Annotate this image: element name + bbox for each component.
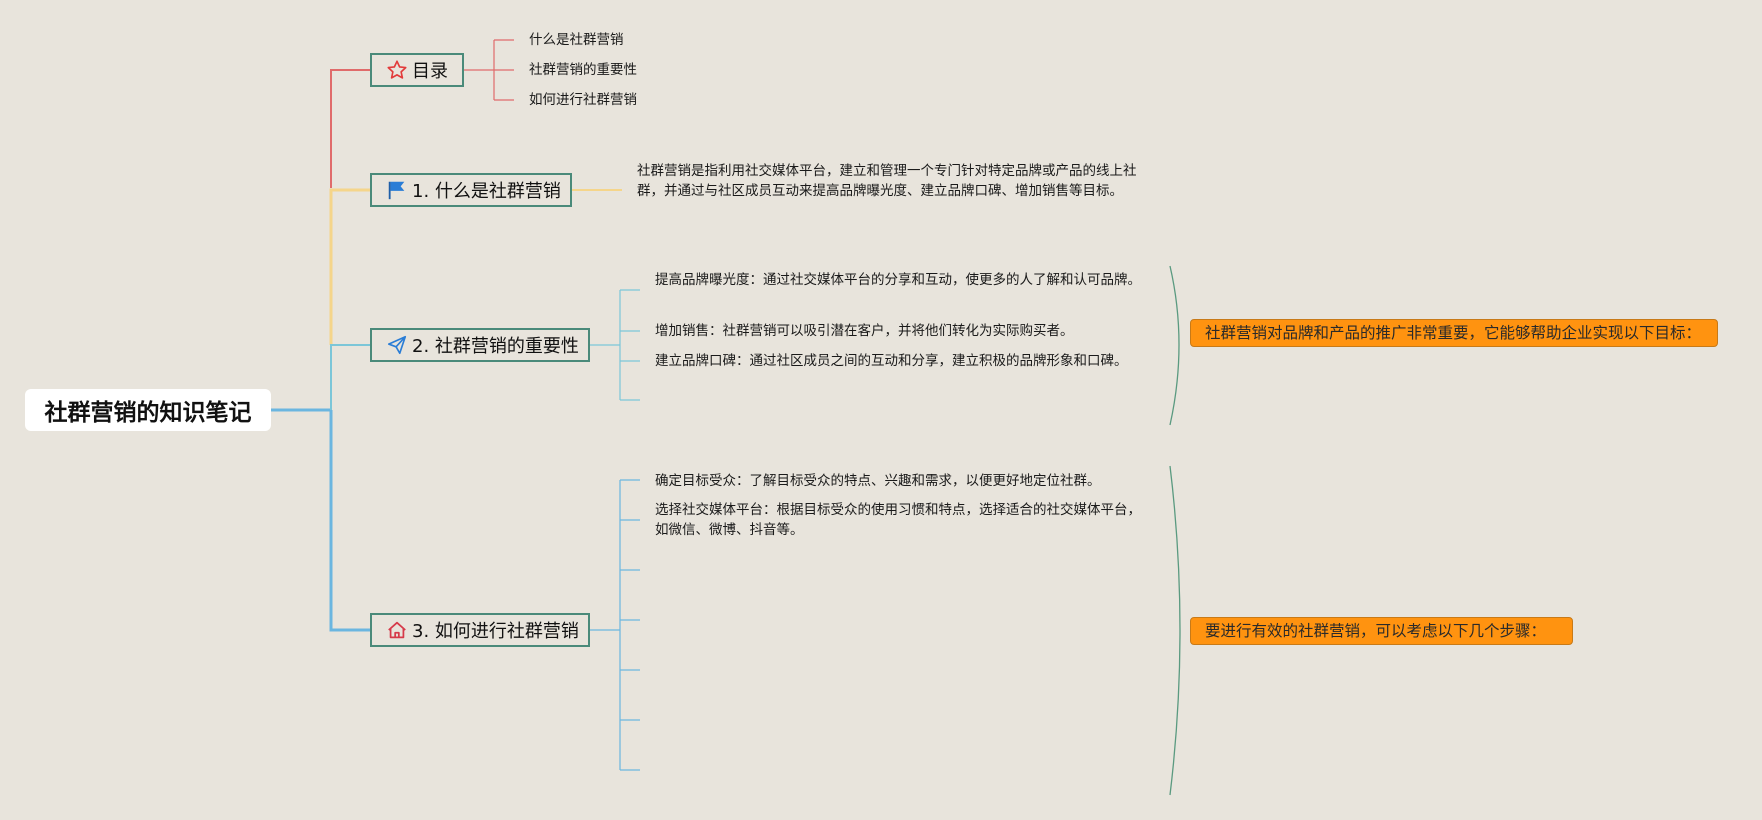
connector-topic-2 xyxy=(330,344,370,410)
topic-3-children-connector xyxy=(590,479,640,771)
topic-2[interactable]: 2. 社群营销的重要性 xyxy=(370,328,590,362)
topic-toc[interactable]: 目录 xyxy=(370,53,464,87)
topic-2-item-3[interactable]: 建立品牌口碑：通过社区成员之间的互动和分享，建立积极的品牌形象和口碑。 xyxy=(655,353,1128,369)
topic-label: 目录 xyxy=(412,61,448,82)
toc-item-1[interactable]: 什么是社群营销 xyxy=(529,32,624,48)
summary-bracket-2 xyxy=(1169,265,1180,426)
connector-topic-3 xyxy=(329,410,370,632)
connector-toc xyxy=(330,69,370,188)
summary-text: 社群营销对品牌和产品的推广非常重要，它能够帮助企业实现以下目标： xyxy=(1205,324,1702,342)
topic-2-summary-callout[interactable]: 社群营销对品牌和产品的推广非常重要，它能够帮助企业实现以下目标： xyxy=(1190,319,1718,347)
topic-3[interactable]: 3. 如何进行社群营销 xyxy=(370,613,590,647)
star-icon xyxy=(386,59,408,81)
topic-label: 3. 如何进行社群营销 xyxy=(412,621,579,642)
toc-item-2[interactable]: 社群营销的重要性 xyxy=(529,62,637,78)
topic-1[interactable]: 1. 什么是社群营销 xyxy=(370,173,572,207)
toc-item-3[interactable]: 如何进行社群营销 xyxy=(529,92,637,108)
topic-2-item-2[interactable]: 增加销售：社群营销可以吸引潜在客户，并将他们转化为实际购买者。 xyxy=(655,323,1074,339)
summary-bracket-3 xyxy=(1169,465,1181,796)
topic-label: 2. 社群营销的重要性 xyxy=(412,336,579,357)
root-title: 社群营销的知识笔记 xyxy=(44,400,252,426)
toc-children-connector xyxy=(464,39,514,101)
topic-1-description[interactable]: 社群营销是指利用社交媒体平台，建立和管理一个专门针对特定品牌或产品的线上社群，并… xyxy=(637,163,1137,199)
topic-3-summary-callout[interactable]: 要进行有效的社群营销，可以考虑以下几个步骤： xyxy=(1190,617,1573,645)
connector-topic-1 xyxy=(329,188,370,345)
summary-text: 要进行有效的社群营销，可以考虑以下几个步骤： xyxy=(1205,622,1547,640)
flag-icon xyxy=(386,179,408,201)
topic-label: 1. 什么是社群营销 xyxy=(412,181,561,202)
topic-2-children-connector xyxy=(590,289,640,401)
topic-2-item-1[interactable]: 提高品牌曝光度：通过社交媒体平台的分享和互动，使更多的人了解和认可品牌。 xyxy=(655,272,1141,288)
home-icon xyxy=(386,619,408,641)
topic-3-item-1[interactable]: 确定目标受众：了解目标受众的特点、兴趣和需求，以便更好地定位社群。 xyxy=(655,473,1101,489)
root-topic[interactable]: 社群营销的知识笔记 xyxy=(25,389,271,431)
topic-3-item-2[interactable]: 选择社交媒体平台：根据目标受众的使用习惯和特点，选择适合的社交媒体平台，如微信、… xyxy=(655,502,1141,538)
paper-plane-icon xyxy=(386,334,408,356)
